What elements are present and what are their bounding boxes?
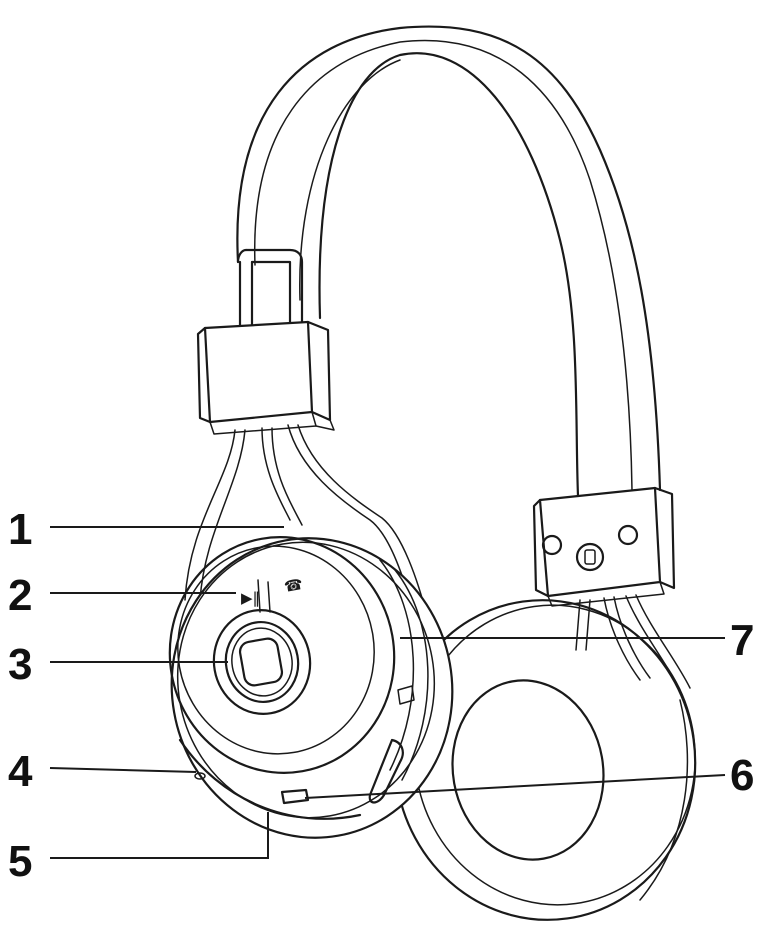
usb-port <box>280 788 310 805</box>
right-hinge-block <box>532 486 676 607</box>
callout-6: 6 <box>730 751 754 800</box>
callout-1: 1 <box>8 505 32 554</box>
callout-3: 3 <box>8 640 32 689</box>
mic-hole <box>194 772 206 780</box>
side-switch-icon <box>397 685 415 705</box>
callout-4: 4 <box>8 747 33 796</box>
left-cables <box>184 424 429 621</box>
headband <box>236 25 662 498</box>
left-hinge-block <box>196 320 335 435</box>
volume-rocker <box>368 738 404 804</box>
callout-5: 5 <box>8 837 32 886</box>
callout-2: 2 <box>8 571 32 620</box>
play-pause-icon: ▶‖ <box>241 589 260 607</box>
center-control <box>212 579 312 715</box>
left-earcup <box>168 536 454 839</box>
leader-lines <box>49 526 726 859</box>
right-cables <box>575 594 691 691</box>
callout-7: 7 <box>730 616 754 665</box>
center-button <box>238 637 284 687</box>
call-icon: ☎ <box>283 575 305 596</box>
